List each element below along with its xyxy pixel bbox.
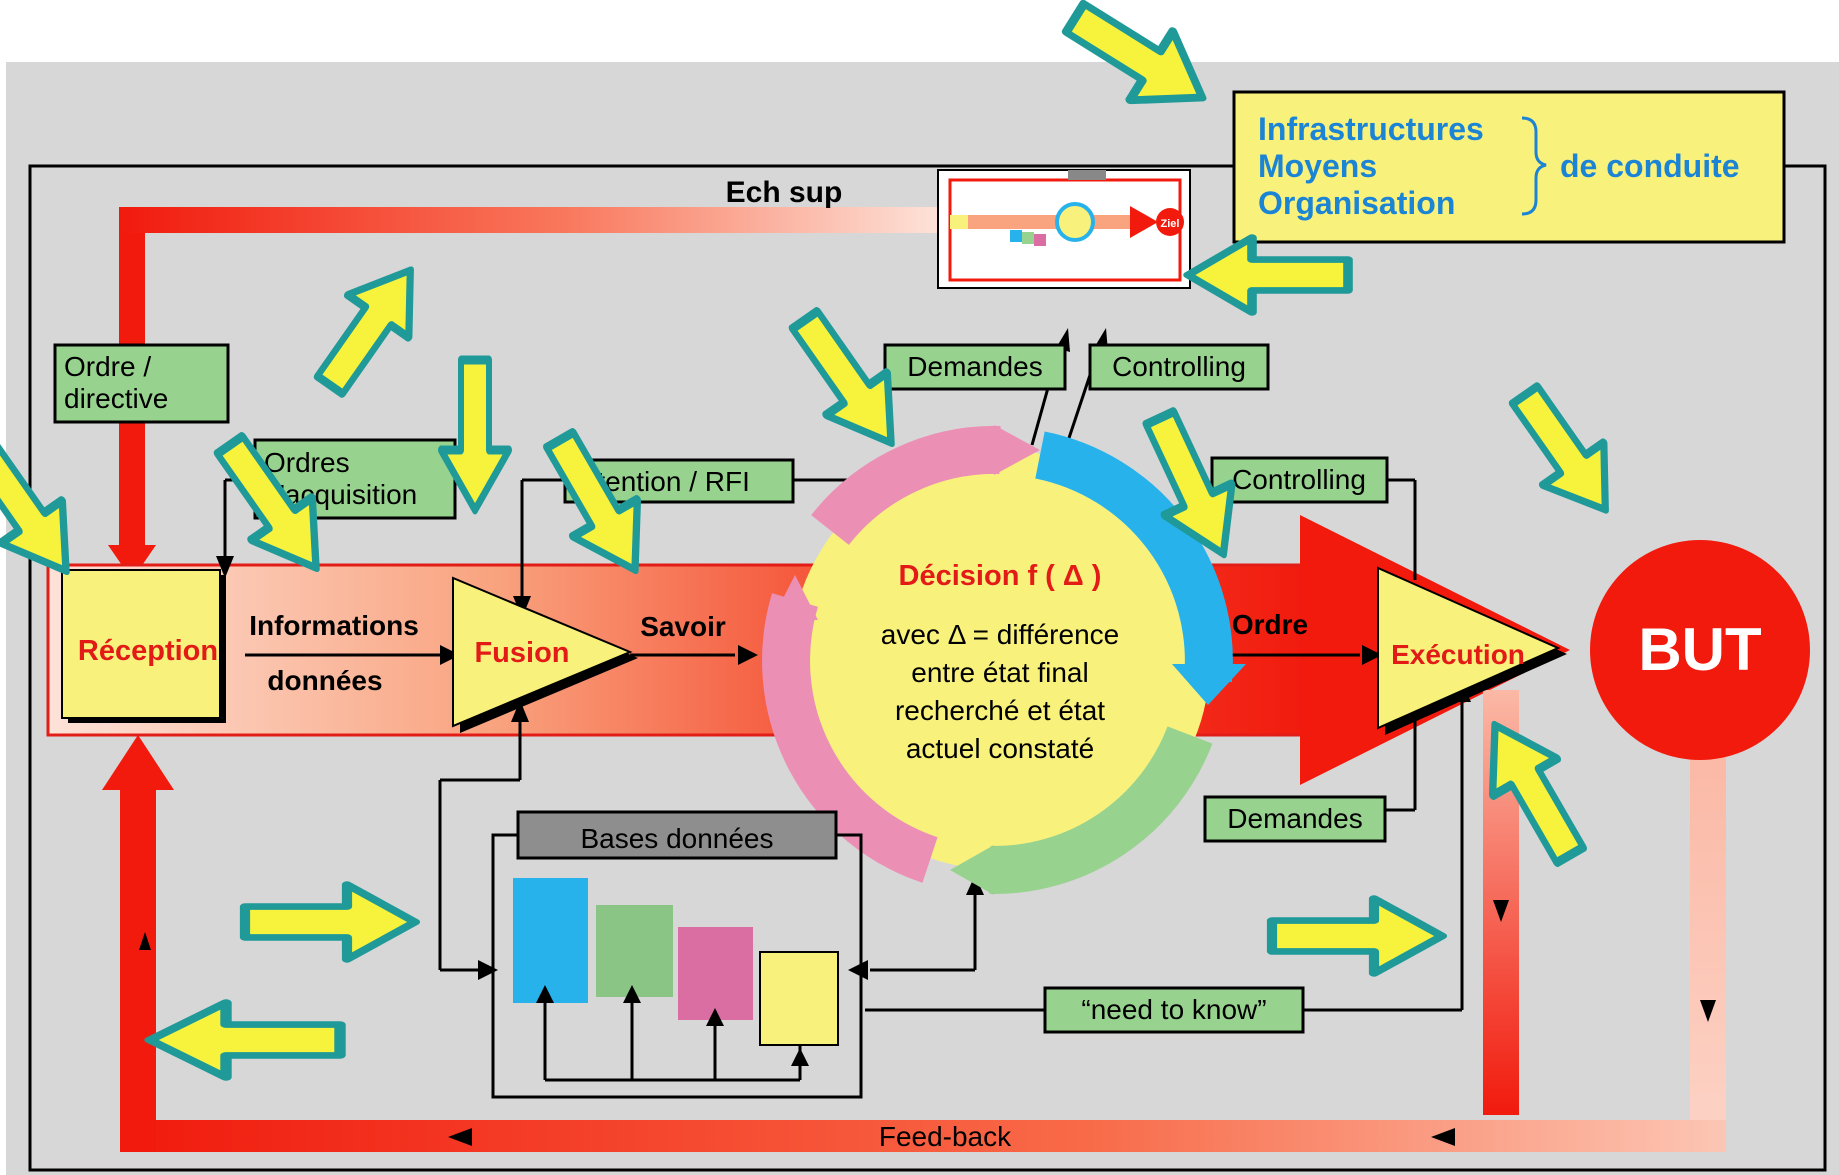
resources-suffix: de conduite — [1560, 148, 1740, 184]
decision-cycle: Décision f ( Δ ) avec Δ = différence ent… — [762, 425, 1246, 895]
informations-label: Informations — [249, 610, 419, 641]
execution-stage: Exécution — [1377, 566, 1567, 735]
cycle-segment-green — [989, 726, 1213, 895]
but-down-tick — [1700, 1000, 1716, 1022]
decision-title: Décision f ( Δ ) — [899, 560, 1102, 592]
resources-line-organisation: Organisation — [1258, 185, 1455, 221]
cycle-segment-pink-left — [762, 593, 938, 883]
decision-line-3: recherché et état — [895, 695, 1105, 726]
reception-stage: Réception — [61, 569, 226, 723]
but-goal: BUT — [1590, 540, 1810, 760]
ordre-directive-line-2: directive — [64, 383, 168, 414]
execution-label: Exécution — [1391, 639, 1525, 670]
database-blue — [513, 878, 588, 1003]
fusion-label: Fusion — [474, 637, 569, 669]
bases-donnees-panel: Bases données — [491, 810, 863, 1099]
feedback-label: Feed-back — [879, 1121, 1012, 1152]
but-label: BUT — [1638, 616, 1761, 683]
reception-label: Réception — [78, 635, 218, 667]
demandes-right-box: Demandes — [1203, 795, 1387, 843]
feedback-up-tick — [139, 932, 151, 950]
ziel-badge: Ziel — [1161, 218, 1180, 230]
need-to-know-label: “need to know” — [1081, 994, 1266, 1025]
feedback-arrow-left — [448, 1128, 472, 1146]
but-down-band — [1690, 755, 1726, 1150]
savoir-label: Savoir — [640, 611, 726, 642]
resources-line-moyens: Moyens — [1258, 148, 1377, 184]
database-green — [596, 905, 673, 997]
ech-sup-thumbnail: Ziel — [937, 169, 1191, 289]
cycle-segment-blue — [1034, 431, 1233, 683]
database-yellow — [759, 951, 839, 1046]
ordre-label: Ordre — [1232, 609, 1308, 640]
controlling-top-box: Controlling — [1088, 343, 1270, 391]
controlling-top-label: Controlling — [1112, 351, 1246, 382]
feedback-arrow-right — [1431, 1128, 1455, 1146]
demandes-right-label: Demandes — [1227, 803, 1362, 834]
ordre-directive-line-1: Ordre / — [64, 351, 151, 382]
cycle-segment-pink-top — [811, 425, 1001, 546]
demandes-top-box: Demandes — [883, 343, 1067, 391]
decision-line-4: actuel constaté — [906, 733, 1094, 764]
controlling-right-box: Controlling — [1210, 456, 1389, 504]
fusion-stage: Fusion — [452, 576, 638, 733]
feedback-band — [120, 1120, 1726, 1152]
ech-sup-label: Ech sup — [726, 176, 843, 209]
feedback-up-arrowhead — [102, 735, 174, 790]
exec-down-tick — [1493, 900, 1509, 922]
ordre-down-arrowhead — [108, 545, 156, 580]
decision-line-1: avec Δ = différence — [881, 619, 1119, 650]
ordres-acquisition-line-1: Ordres — [264, 447, 350, 478]
resources-line-infrastructures: Infrastructures — [1258, 111, 1484, 147]
resources-brace — [1521, 116, 1547, 216]
controlling-right-label: Controlling — [1232, 464, 1366, 495]
demandes-top-label: Demandes — [907, 351, 1042, 382]
need-to-know-box: “need to know” — [1043, 986, 1305, 1034]
top-return-band — [119, 207, 939, 233]
donnees-label: données — [267, 665, 382, 696]
bases-donnees-label: Bases données — [580, 823, 773, 854]
resources-box: Infrastructures Moyens Organisation de c… — [1232, 90, 1786, 244]
decision-line-2: entre état final — [911, 657, 1088, 688]
database-pink — [678, 927, 753, 1020]
feedback-up-band — [120, 780, 156, 1152]
ordre-directive-box: Ordre / directive — [53, 343, 230, 424]
outer-frame — [28, 164, 1827, 1172]
